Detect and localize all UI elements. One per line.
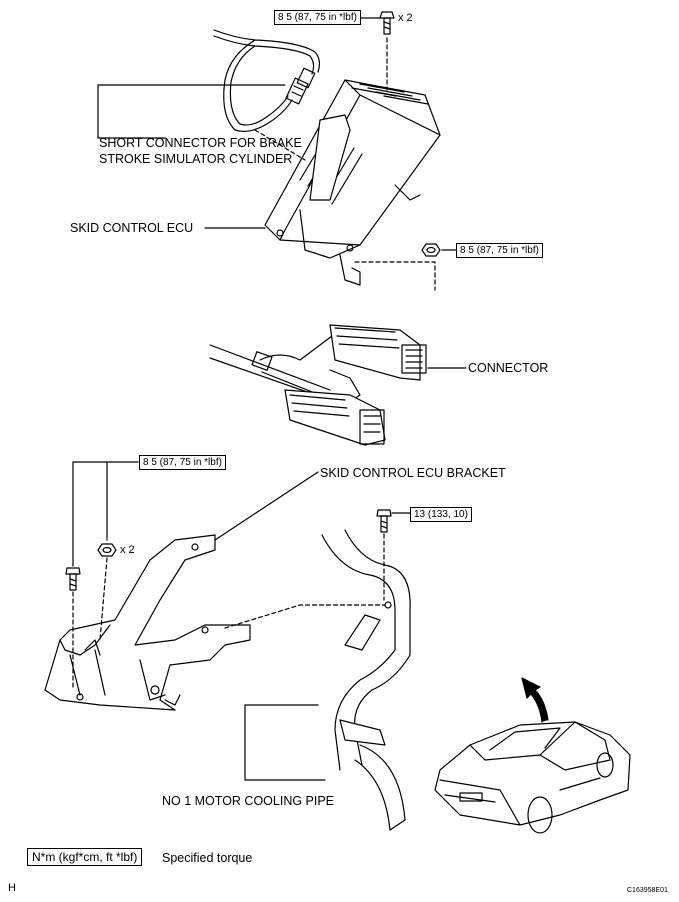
legend-unit-box: N*m (kgf*cm, ft *lbf) <box>27 848 143 866</box>
connector-lower <box>284 389 386 446</box>
bolt-icon <box>376 509 392 533</box>
leader-short-connector <box>97 84 286 139</box>
short-connector <box>285 67 316 105</box>
motor-cooling-pipe <box>321 529 411 831</box>
skid-control-ecu-bracket <box>44 534 251 711</box>
arrow-icon <box>521 677 549 723</box>
legend-description: Specified torque <box>162 851 253 865</box>
quantity-top-bolt: x 2 <box>398 12 413 24</box>
label-skid-control-ecu: SKID CONTROL ECU <box>70 221 194 235</box>
label-short-connector-line2: STROKE SIMULATOR CYLINDER <box>99 152 293 166</box>
leader-motor-cooling-pipe <box>244 704 326 781</box>
bolt-icon <box>65 567 81 591</box>
label-connector: CONNECTOR <box>468 361 549 375</box>
leader-bracket-label <box>214 471 319 541</box>
footer-right-code: C163958E01 <box>627 887 668 894</box>
label-skid-control-ecu-bracket: SKID CONTROL ECU BRACKET <box>320 466 506 480</box>
torque-box-ecu-nut: 8 5 (87, 75 in *lbf) <box>456 243 543 258</box>
leader-bracket-torque <box>72 461 139 567</box>
label-motor-cooling-pipe: NO 1 MOTOR COOLING PIPE <box>162 794 335 808</box>
connector-upper <box>329 324 427 381</box>
nut-icon <box>97 543 117 557</box>
footer-left-code: H <box>8 882 16 894</box>
vehicle-icon <box>434 721 631 834</box>
torque-box-bracket: 8 5 (87, 75 in *lbf) <box>139 455 226 470</box>
wire-harness-top <box>213 29 321 132</box>
dashed-nut-to-ecu <box>354 261 436 291</box>
dashed-connector-to-ecu <box>254 129 306 161</box>
bolt-icon <box>379 11 395 35</box>
quantity-bracket-nut: x 2 <box>120 544 135 556</box>
torque-box-pipe-bolt: 13 (133, 10) <box>410 507 472 522</box>
torque-box-top-bolt: 8 5 (87, 75 in *lbf) <box>274 10 361 25</box>
dashed-nut-to-bracket <box>99 557 108 641</box>
dashed-bracket-to-pipe <box>224 604 386 629</box>
skid-control-ecu <box>264 79 441 286</box>
nut-icon <box>421 243 441 257</box>
label-short-connector-line1: SHORT CONNECTOR FOR BRAKE <box>99 136 302 150</box>
